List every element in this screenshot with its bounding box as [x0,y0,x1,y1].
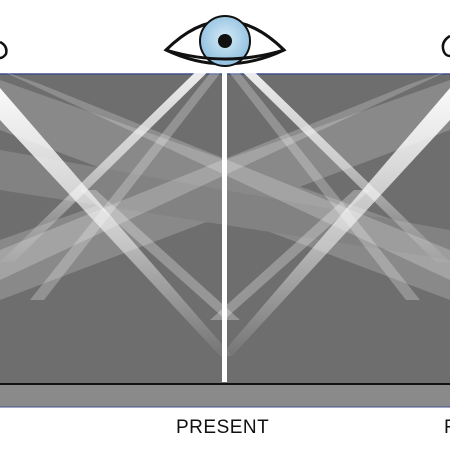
left-eye-partial-icon [0,40,8,60]
present-label: PRESENT [176,417,270,438]
right-clipped-label: F [444,417,450,439]
right-eye-partial-icon [441,34,450,58]
present-line [222,52,227,382]
center-beams [0,52,450,300]
eye-icon [163,15,287,67]
lower-cross-beams [80,190,370,320]
bottom-band [0,385,450,407]
